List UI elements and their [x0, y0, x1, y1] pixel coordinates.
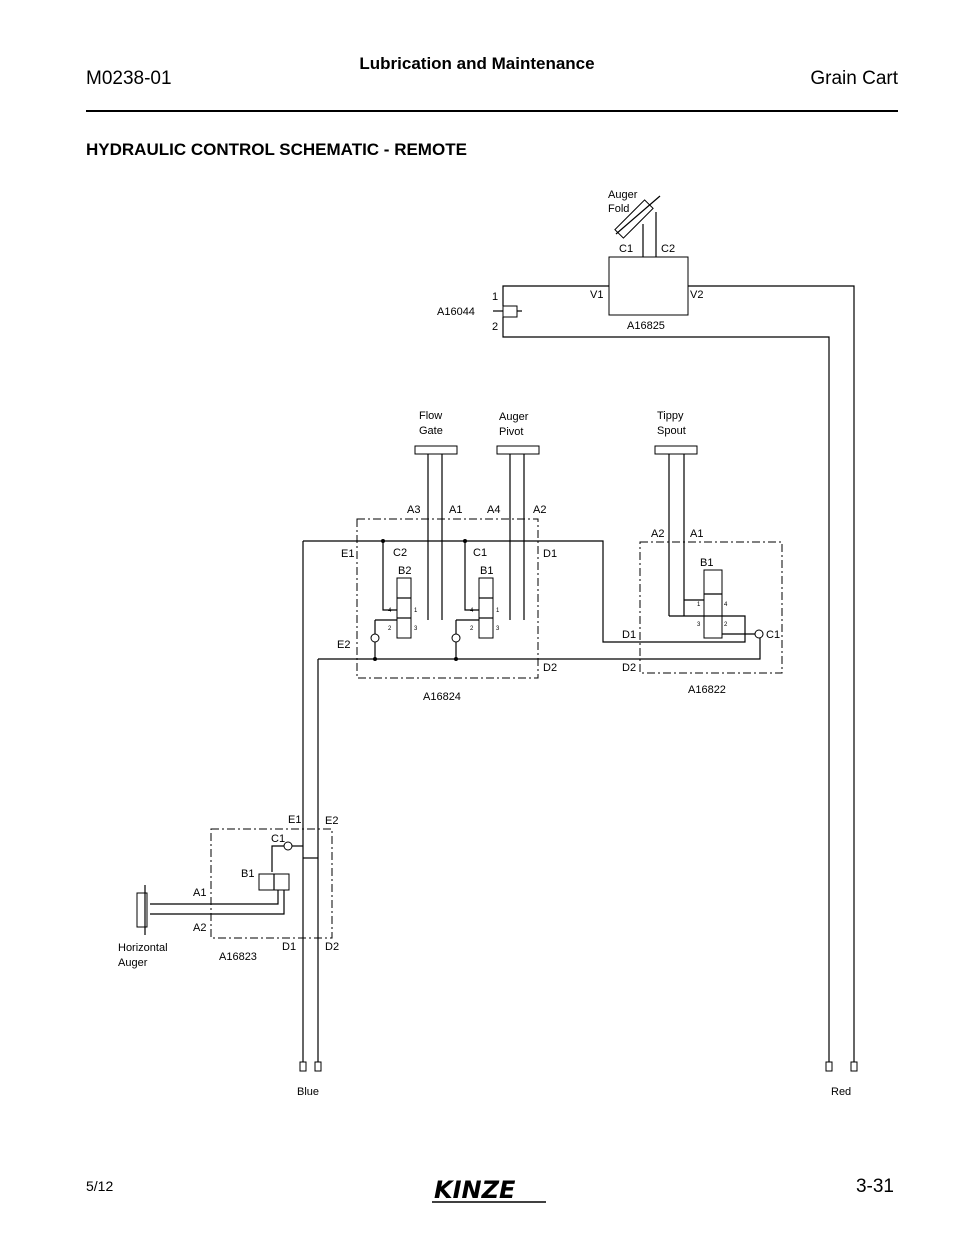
port-c2-label: C2 [661, 243, 675, 255]
page-number: 3-31 [855, 1176, 894, 1197]
spool-valve-b2 [396, 577, 412, 639]
b2-port-1: 1 [414, 608, 418, 614]
part-a16044-label: A16044 [437, 306, 475, 318]
b1-port-2: 2 [470, 626, 474, 632]
a16823-d2-label: D2 [325, 941, 339, 953]
blue-couplers [299, 1061, 322, 1072]
flow-gate-label-1: Flow [419, 410, 442, 422]
b2-port-2: 2 [388, 626, 392, 632]
a16823-a2-label: A2 [193, 922, 206, 934]
horizontal-auger-cylinder [136, 892, 148, 928]
a16824-a3-label: A3 [407, 504, 420, 516]
a16822-d2-label: D2 [622, 662, 636, 674]
tippy-spout-label-1: Tippy [657, 410, 684, 422]
valve-block-a16824 [356, 518, 539, 679]
a16824-c2-label: C2 [393, 547, 407, 559]
part-a16822-label: A16822 [688, 684, 726, 696]
a16824-a1-label: A1 [449, 504, 462, 516]
a16822-b1-label: B1 [700, 557, 713, 569]
b2-port-4: 4 [388, 608, 392, 614]
part-a16824-label: A16824 [423, 691, 461, 703]
a16822-c1-label: C1 [766, 629, 780, 641]
auger-pivot-label-2: Pivot [499, 426, 523, 438]
tippy-spout-cylinder [654, 445, 698, 455]
a16823-d1-label: D1 [282, 941, 296, 953]
doc-number: M0238-01 [86, 68, 172, 89]
auger-fold-label-2: Fold [608, 203, 629, 215]
a16822-port-3: 3 [697, 622, 701, 628]
product-name: Grain Cart [810, 68, 898, 89]
a16822-a1-label: A1 [690, 528, 703, 540]
a16822-port-2: 2 [724, 622, 728, 628]
port-v2-label: V2 [690, 289, 703, 301]
header-rule [86, 110, 898, 112]
port-v1-label: V1 [590, 289, 603, 301]
a16823-b1-label: B1 [241, 868, 254, 880]
horizontal-auger-label-2: Auger [118, 957, 148, 969]
part-a16823-label: A16823 [219, 951, 257, 963]
a16824-a2-label: A2 [533, 504, 546, 516]
revision-date: 5/12 [86, 1178, 114, 1194]
b1-port-1: 1 [496, 608, 500, 614]
auger-pivot-cylinder [496, 445, 540, 455]
relief-port-2-label: 2 [492, 321, 498, 333]
chapter-title: Lubrication and Maintenance [359, 54, 595, 73]
relief-port-1-label: 1 [492, 291, 498, 303]
spool-valve-b1 [478, 577, 494, 639]
a16822-port-4: 4 [724, 602, 728, 608]
b1-port-3: 3 [496, 626, 500, 632]
port-c1-label: C1 [619, 243, 633, 255]
a16824-b2-label: B2 [398, 565, 411, 577]
a16823-c1-label: C1 [271, 833, 285, 845]
a16824-d2-label: D2 [543, 662, 557, 674]
a16824-d1-label: D1 [543, 548, 557, 560]
a16824-b1-label: B1 [480, 565, 493, 577]
auger-fold-cylinder [614, 195, 661, 239]
flow-gate-label-2: Gate [419, 425, 443, 437]
section-title: HYDRAULIC CONTROL SCHEMATIC - REMOTE [86, 140, 467, 159]
a16822-d1-label: D1 [622, 629, 636, 641]
a16823-e2-label: E2 [325, 815, 338, 827]
auger-pivot-label-1: Auger [499, 411, 529, 423]
horizontal-auger-label-1: Horizontal [118, 942, 168, 954]
a16824-e2-label: E2 [337, 639, 350, 651]
auger-fold-label-1: Auger [608, 189, 638, 201]
a16824-e1-label: E1 [341, 548, 354, 560]
tippy-spout-label-2: Spout [657, 425, 686, 437]
kinze-logo: KINZE [432, 1176, 546, 1204]
a16824-c1-label: C1 [473, 547, 487, 559]
blue-coupler-label: Blue [297, 1086, 319, 1098]
relief-valve-a16044 [502, 305, 518, 318]
a16823-a1-label: A1 [193, 887, 206, 899]
a16824-a4-label: A4 [487, 504, 500, 516]
spool-valve-b1-a16822 [703, 569, 723, 639]
red-couplers [825, 1061, 858, 1072]
red-coupler-label: Red [831, 1086, 851, 1098]
part-a16825-label: A16825 [627, 320, 665, 332]
b2-port-3: 3 [414, 626, 418, 632]
valve-block-a16825 [608, 256, 689, 316]
a16822-a2-label: A2 [651, 528, 664, 540]
flow-gate-cylinder [414, 445, 458, 455]
a16822-port-1: 1 [697, 602, 701, 608]
b1-port-4: 4 [470, 608, 474, 614]
valve-block-a16823 [210, 828, 333, 939]
a16823-e1-label: E1 [288, 814, 301, 826]
kinze-logo-text: KINZE [434, 1176, 516, 1204]
valve-block-a16822 [639, 541, 783, 674]
